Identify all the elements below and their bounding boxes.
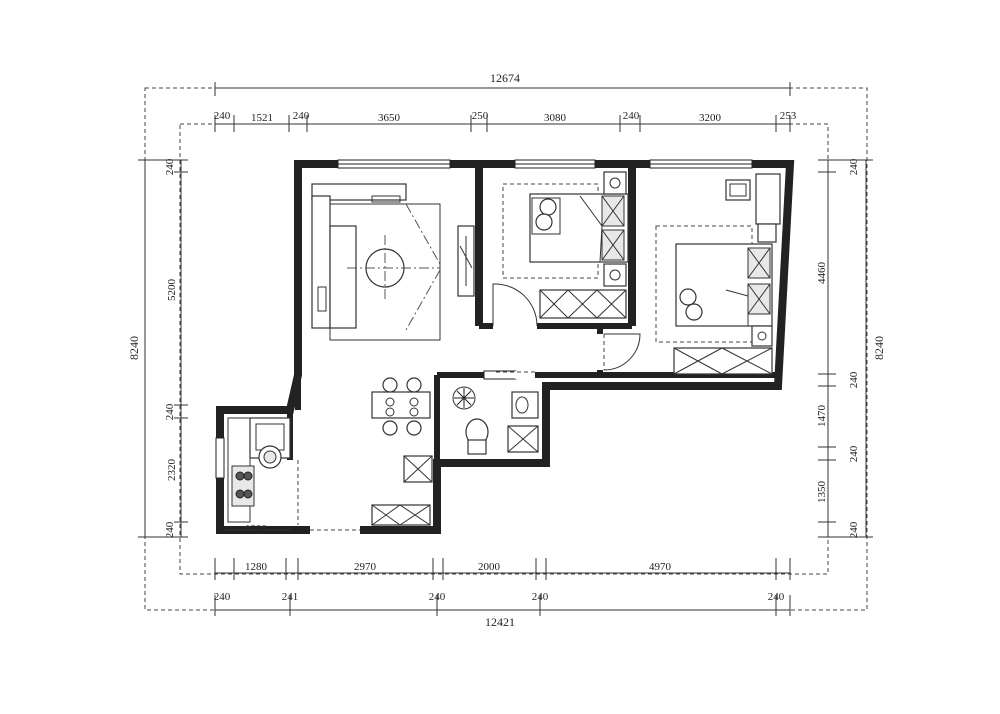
left-dimensions: 240 5200 240 2320 240 8240 — [127, 158, 188, 538]
dim-top-5: 250 — [472, 110, 489, 122]
right-dimensions: 240 4460 240 1470 240 1350 240 8240 — [816, 158, 886, 538]
bedroom2 — [655, 173, 781, 375]
dim-bottom-wall-5: 240 — [768, 591, 785, 603]
sofa — [311, 183, 407, 329]
dining-table — [371, 377, 431, 436]
storage-cabinet — [371, 455, 433, 526]
kitchen: 1280 — [224, 417, 291, 535]
dim-right-6: 1350 — [816, 481, 828, 504]
dim-bottom-wall-1: 240 — [214, 591, 231, 603]
dim-left-total: 8240 — [127, 336, 141, 360]
dim-right-3: 240 — [848, 371, 860, 388]
dim-left-1: 240 — [164, 158, 176, 175]
dim-bottom-wall-4: 240 — [532, 591, 549, 603]
dim-bottom-inner-2: 2970 — [354, 561, 377, 573]
dim-left-2: 5200 — [166, 279, 178, 302]
dim-bottom-inner-3: 2000 — [478, 561, 501, 573]
dim-right-4: 1470 — [816, 405, 828, 428]
dim-top-total: 12674 — [490, 71, 520, 85]
dim-bottom-wall-3: 240 — [429, 591, 446, 603]
dim-right-2: 4460 — [816, 262, 828, 285]
top-dimensions: 12674 240 1521 240 3650 250 3080 240 320… — [214, 71, 797, 132]
bedroom1 — [502, 171, 629, 319]
dim-bottom-total: 12421 — [485, 615, 515, 629]
bottom-dimensions: 1280 2970 2000 4970 240 241 240 240 240 … — [214, 558, 791, 629]
dim-right-7: 240 — [848, 521, 860, 538]
doors — [297, 283, 641, 534]
dim-top-1: 240 — [214, 110, 231, 122]
dim-left-5: 240 — [164, 521, 176, 538]
kitchen-width-label: 1280 — [245, 523, 268, 535]
dim-top-2: 1521 — [251, 112, 273, 124]
dim-bottom-wall-2: 241 — [282, 591, 299, 603]
dim-right-total: 8240 — [872, 336, 886, 360]
walls — [216, 160, 795, 534]
coffee-table-rug — [329, 203, 441, 341]
dim-left-4: 2320 — [166, 459, 178, 482]
dim-right-5: 240 — [848, 445, 860, 462]
dim-top-3: 240 — [293, 110, 310, 122]
dim-top-6: 3080 — [544, 112, 567, 124]
dim-bottom-inner-1: 1280 — [245, 561, 268, 573]
dim-left-3: 240 — [164, 403, 176, 420]
dim-top-8: 3200 — [699, 112, 722, 124]
bathroom — [452, 386, 539, 455]
dim-right-1: 240 — [848, 158, 860, 175]
dim-top-4: 3650 — [378, 112, 401, 124]
tv-cabinet — [457, 225, 475, 297]
dim-top-9: 253 — [780, 110, 797, 122]
dim-top-7: 240 — [623, 110, 640, 122]
dim-bottom-inner-4: 4970 — [649, 561, 672, 573]
